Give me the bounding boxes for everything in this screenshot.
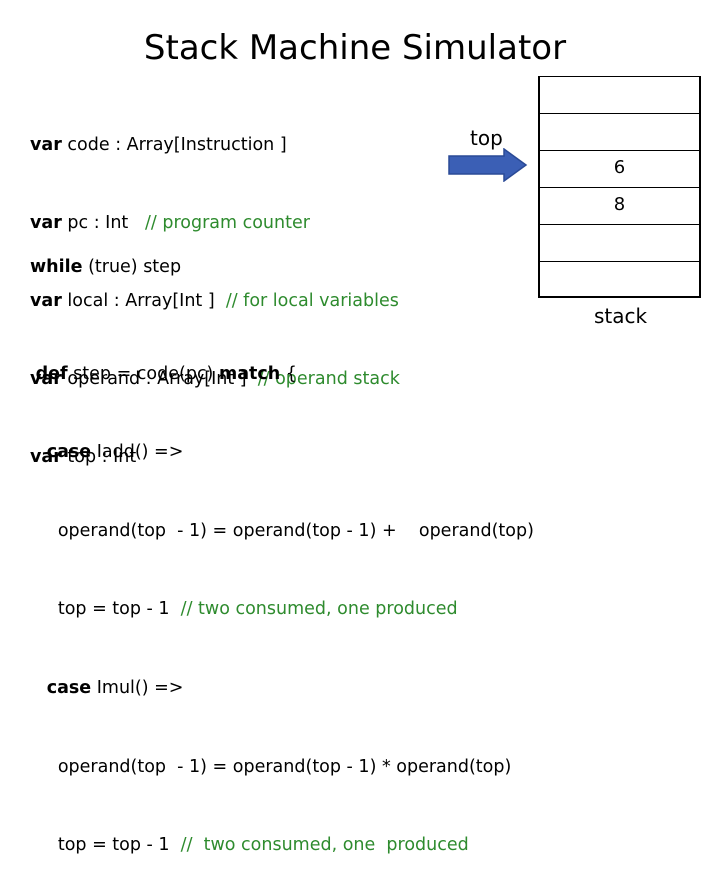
code-text: top = top - 1: [57, 835, 181, 856]
keyword: case: [46, 677, 92, 698]
keyword: def: [35, 363, 68, 384]
code-line: case Imul() =>: [30, 675, 534, 701]
code-text: code : Array[Instruction ]: [61, 135, 287, 155]
code-text: operand : Array[Int ]: [61, 369, 258, 389]
stack-cell: [540, 224, 699, 261]
code-text: operand(top - 1) = operand(top - 1) + op…: [57, 520, 534, 541]
comment: // for local variables: [225, 291, 399, 311]
declaration-line: var top : Int: [30, 444, 400, 470]
keyword: var: [30, 135, 62, 155]
keyword: var: [30, 291, 62, 311]
code-text: operand(top - 1) = operand(top - 1) * op…: [57, 756, 512, 777]
code-text: Imul() =>: [91, 677, 184, 698]
keyword: var: [30, 213, 62, 233]
comment: // operand stack: [257, 369, 400, 389]
code-line: operand(top - 1) = operand(top - 1) * op…: [30, 754, 534, 780]
comment: // two consumed, one produced: [180, 599, 458, 620]
declaration-line: var code : Array[Instruction ]: [30, 132, 400, 158]
comment: // two consumed, one produced: [180, 835, 469, 856]
stack-cell: [540, 113, 699, 150]
stack-cell: 6: [540, 150, 699, 187]
keyword: match: [218, 363, 281, 384]
declaration-line: var pc : Int // program counter: [30, 210, 400, 236]
code-text: local : Array[Int ]: [61, 291, 226, 311]
code-text: pc : Int: [61, 213, 145, 233]
code-text: (true) step: [82, 257, 182, 277]
keyword: while: [30, 257, 83, 277]
while-loop-line: while (true) step: [30, 257, 181, 277]
code-line: def step = code(pc) match {: [30, 361, 534, 387]
code-text: top : Int: [61, 447, 137, 467]
stack-cell: [540, 261, 699, 298]
stack-cell: 8: [540, 187, 699, 224]
code-line: top = top - 1 // two consumed, one produ…: [30, 596, 534, 622]
code-line: operand(top - 1) = operand(top - 1) + op…: [30, 518, 534, 544]
declaration-line: var local : Array[Int ] // for local var…: [30, 288, 400, 314]
stack-label: stack: [594, 304, 648, 328]
step-definition: def step = code(pc) match { case Iadd() …: [30, 308, 534, 884]
code-line: top = top - 1 // two consumed, one produ…: [30, 832, 534, 858]
comment: // program counter: [144, 213, 310, 233]
stack-diagram: 6 8: [538, 76, 701, 298]
page-title: Stack Machine Simulator: [143, 28, 567, 68]
declarations: var code : Array[Instruction ] var pc : …: [30, 80, 400, 496]
code-text: step = code(pc): [67, 363, 219, 384]
keyword: var: [30, 369, 62, 389]
stack-cell: [540, 76, 699, 113]
code-text: Iadd() =>: [91, 442, 184, 463]
keyword: var: [30, 447, 62, 467]
code-line: case Iadd() =>: [30, 439, 534, 465]
top-pointer-label: top: [470, 126, 503, 150]
keyword: case: [46, 442, 92, 463]
code-text: {: [280, 363, 297, 384]
code-text: top = top - 1: [57, 599, 181, 620]
right-arrow-icon: [448, 148, 528, 182]
declaration-line: var operand : Array[Int ] // operand sta…: [30, 366, 400, 392]
